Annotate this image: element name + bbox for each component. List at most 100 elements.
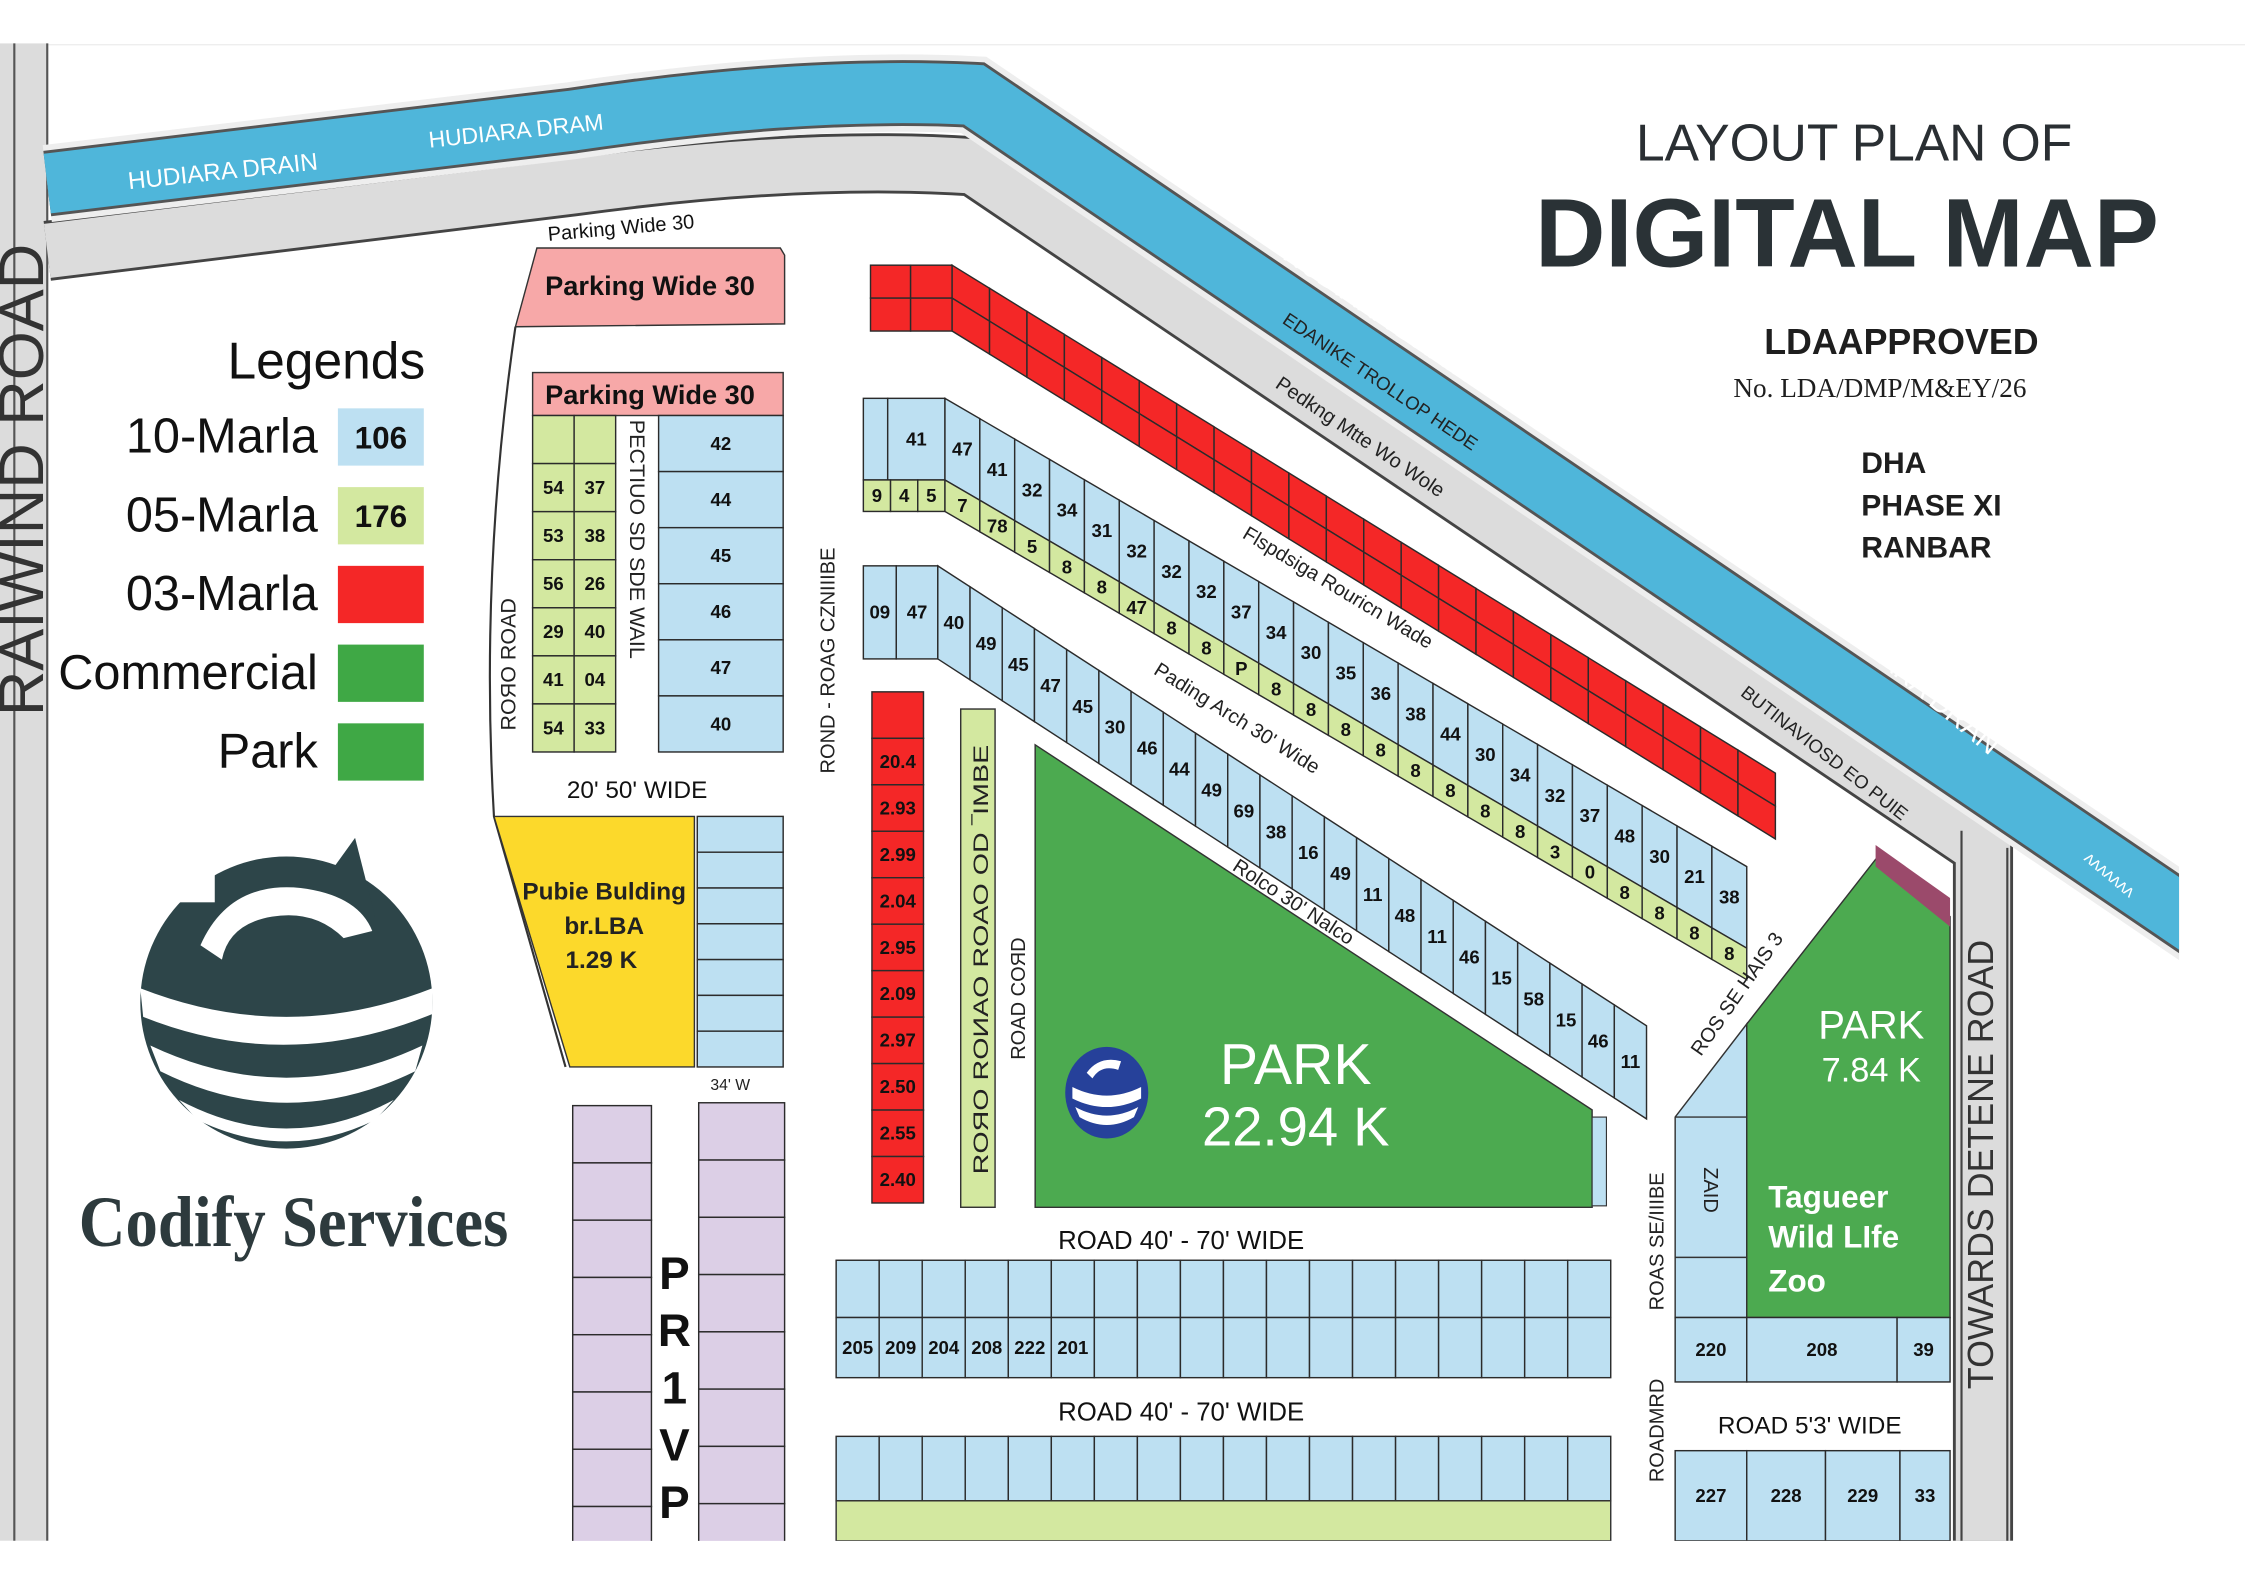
plot[interactable]: 11 xyxy=(1355,836,1390,953)
plot[interactable]: 2.50 xyxy=(871,1062,925,1111)
plot[interactable] xyxy=(1265,1435,1311,1502)
plot[interactable] xyxy=(835,1259,880,1319)
plot[interactable]: 56 xyxy=(531,558,575,609)
plot[interactable] xyxy=(1007,1259,1053,1319)
plot[interactable] xyxy=(697,1102,786,1161)
plot[interactable] xyxy=(1265,1316,1311,1379)
plot[interactable]: 2.99 xyxy=(871,830,925,879)
plot[interactable]: 78 xyxy=(979,499,1016,554)
plot[interactable] xyxy=(1093,1316,1139,1379)
plot[interactable]: 53 xyxy=(531,510,575,561)
plot[interactable] xyxy=(1394,1259,1440,1319)
plot[interactable]: 205 xyxy=(835,1316,880,1379)
plot[interactable] xyxy=(696,958,784,997)
plot[interactable] xyxy=(1523,1259,1569,1319)
plot[interactable]: 34 xyxy=(1048,458,1086,563)
plot[interactable] xyxy=(1222,1316,1268,1379)
plot[interactable] xyxy=(1265,1259,1311,1319)
plot[interactable] xyxy=(696,887,784,925)
plot[interactable]: 44 xyxy=(1432,682,1469,787)
plot[interactable]: 45 xyxy=(1065,648,1100,765)
plot[interactable]: 49 xyxy=(969,585,1003,703)
plot[interactable]: 31 xyxy=(1083,478,1120,583)
plot[interactable] xyxy=(878,1259,923,1319)
plot[interactable] xyxy=(1308,1316,1354,1379)
plot[interactable] xyxy=(697,1273,786,1333)
parking-block-second[interactable]: Parking Wide 30 xyxy=(531,371,784,417)
plot[interactable] xyxy=(697,1331,786,1390)
plot[interactable] xyxy=(571,1162,653,1221)
plot[interactable]: 30 xyxy=(1641,804,1678,909)
plot[interactable]: 69 xyxy=(1227,752,1261,870)
plot[interactable]: 37 xyxy=(1571,763,1609,869)
plot[interactable] xyxy=(1523,1316,1569,1379)
bottom-green-block[interactable] xyxy=(835,1500,1612,1542)
plot[interactable] xyxy=(1437,1259,1483,1319)
plot[interactable]: 2.40 xyxy=(871,1155,925,1204)
plot[interactable] xyxy=(697,1388,786,1448)
plot[interactable]: 58 xyxy=(1516,940,1551,1058)
plot[interactable] xyxy=(921,1435,966,1502)
plot[interactable]: 32 xyxy=(1153,519,1190,624)
plot[interactable]: 15 xyxy=(1549,961,1583,1079)
plot[interactable] xyxy=(1136,1259,1182,1319)
plot[interactable] xyxy=(869,297,912,332)
plot[interactable] xyxy=(696,923,784,961)
plot[interactable]: 33 xyxy=(573,703,617,753)
plot[interactable] xyxy=(1437,1316,1483,1379)
plot[interactable] xyxy=(571,1276,653,1336)
plot[interactable] xyxy=(1308,1435,1354,1502)
plot[interactable] xyxy=(1351,1435,1397,1502)
plot[interactable] xyxy=(697,1216,786,1276)
plot[interactable]: 2.09 xyxy=(871,969,925,1018)
plot[interactable]: 47 xyxy=(895,565,939,660)
plot[interactable]: 45 xyxy=(1001,606,1036,723)
plot[interactable]: 44 xyxy=(657,470,784,529)
plot[interactable]: 44 xyxy=(1162,710,1197,828)
plot[interactable] xyxy=(1523,1435,1569,1502)
plot[interactable]: 33 xyxy=(1899,1449,1951,1542)
parking-block-top[interactable]: Parking Wide 30 xyxy=(514,247,786,328)
plot[interactable] xyxy=(869,264,912,299)
plot[interactable]: 9 xyxy=(862,479,892,513)
plot[interactable] xyxy=(1566,1316,1612,1379)
plot[interactable] xyxy=(1480,1259,1526,1319)
plot[interactable] xyxy=(1394,1316,1440,1379)
plot[interactable]: 45 xyxy=(657,526,784,585)
plot[interactable]: 40 xyxy=(657,695,784,753)
plot[interactable]: 8 xyxy=(1711,926,1748,981)
plot[interactable]: 42 xyxy=(657,414,784,473)
plot[interactable] xyxy=(1093,1435,1139,1502)
plot[interactable]: 2.95 xyxy=(871,923,925,972)
plot[interactable]: 09 xyxy=(862,565,897,660)
plot[interactable] xyxy=(1179,1435,1225,1502)
plot[interactable]: 2.93 xyxy=(871,784,925,832)
plot[interactable]: 4 xyxy=(889,479,919,513)
plot[interactable] xyxy=(573,414,617,465)
plot[interactable] xyxy=(1351,1259,1397,1319)
plot[interactable]: 39 xyxy=(1896,1316,1951,1383)
plot[interactable] xyxy=(964,1435,1009,1502)
plot[interactable]: 41 xyxy=(531,655,575,705)
plot[interactable] xyxy=(909,297,953,332)
plot[interactable] xyxy=(835,1435,880,1502)
plot[interactable]: 34 xyxy=(1257,580,1295,685)
park-main[interactable]: PARK 22.94 K xyxy=(1034,743,1608,1208)
plot[interactable]: 41 xyxy=(886,397,946,481)
plot[interactable]: 47 xyxy=(1118,580,1155,635)
plot[interactable]: 15 xyxy=(1484,919,1519,1037)
plot[interactable]: 21 xyxy=(1676,824,1713,930)
plot[interactable] xyxy=(1093,1259,1139,1319)
plot[interactable] xyxy=(531,414,575,465)
plot[interactable] xyxy=(696,1030,784,1068)
plot[interactable]: 228 xyxy=(1746,1449,1827,1542)
plot[interactable]: 40 xyxy=(937,564,971,682)
plot[interactable] xyxy=(571,1104,653,1164)
plot[interactable]: 46 xyxy=(657,583,784,641)
plot[interactable] xyxy=(964,1259,1009,1319)
plot[interactable] xyxy=(1737,781,1777,841)
plot[interactable] xyxy=(1480,1435,1526,1502)
plot[interactable]: 2.55 xyxy=(871,1109,925,1158)
plot[interactable] xyxy=(878,1435,923,1502)
plot[interactable]: 47 xyxy=(657,639,784,697)
